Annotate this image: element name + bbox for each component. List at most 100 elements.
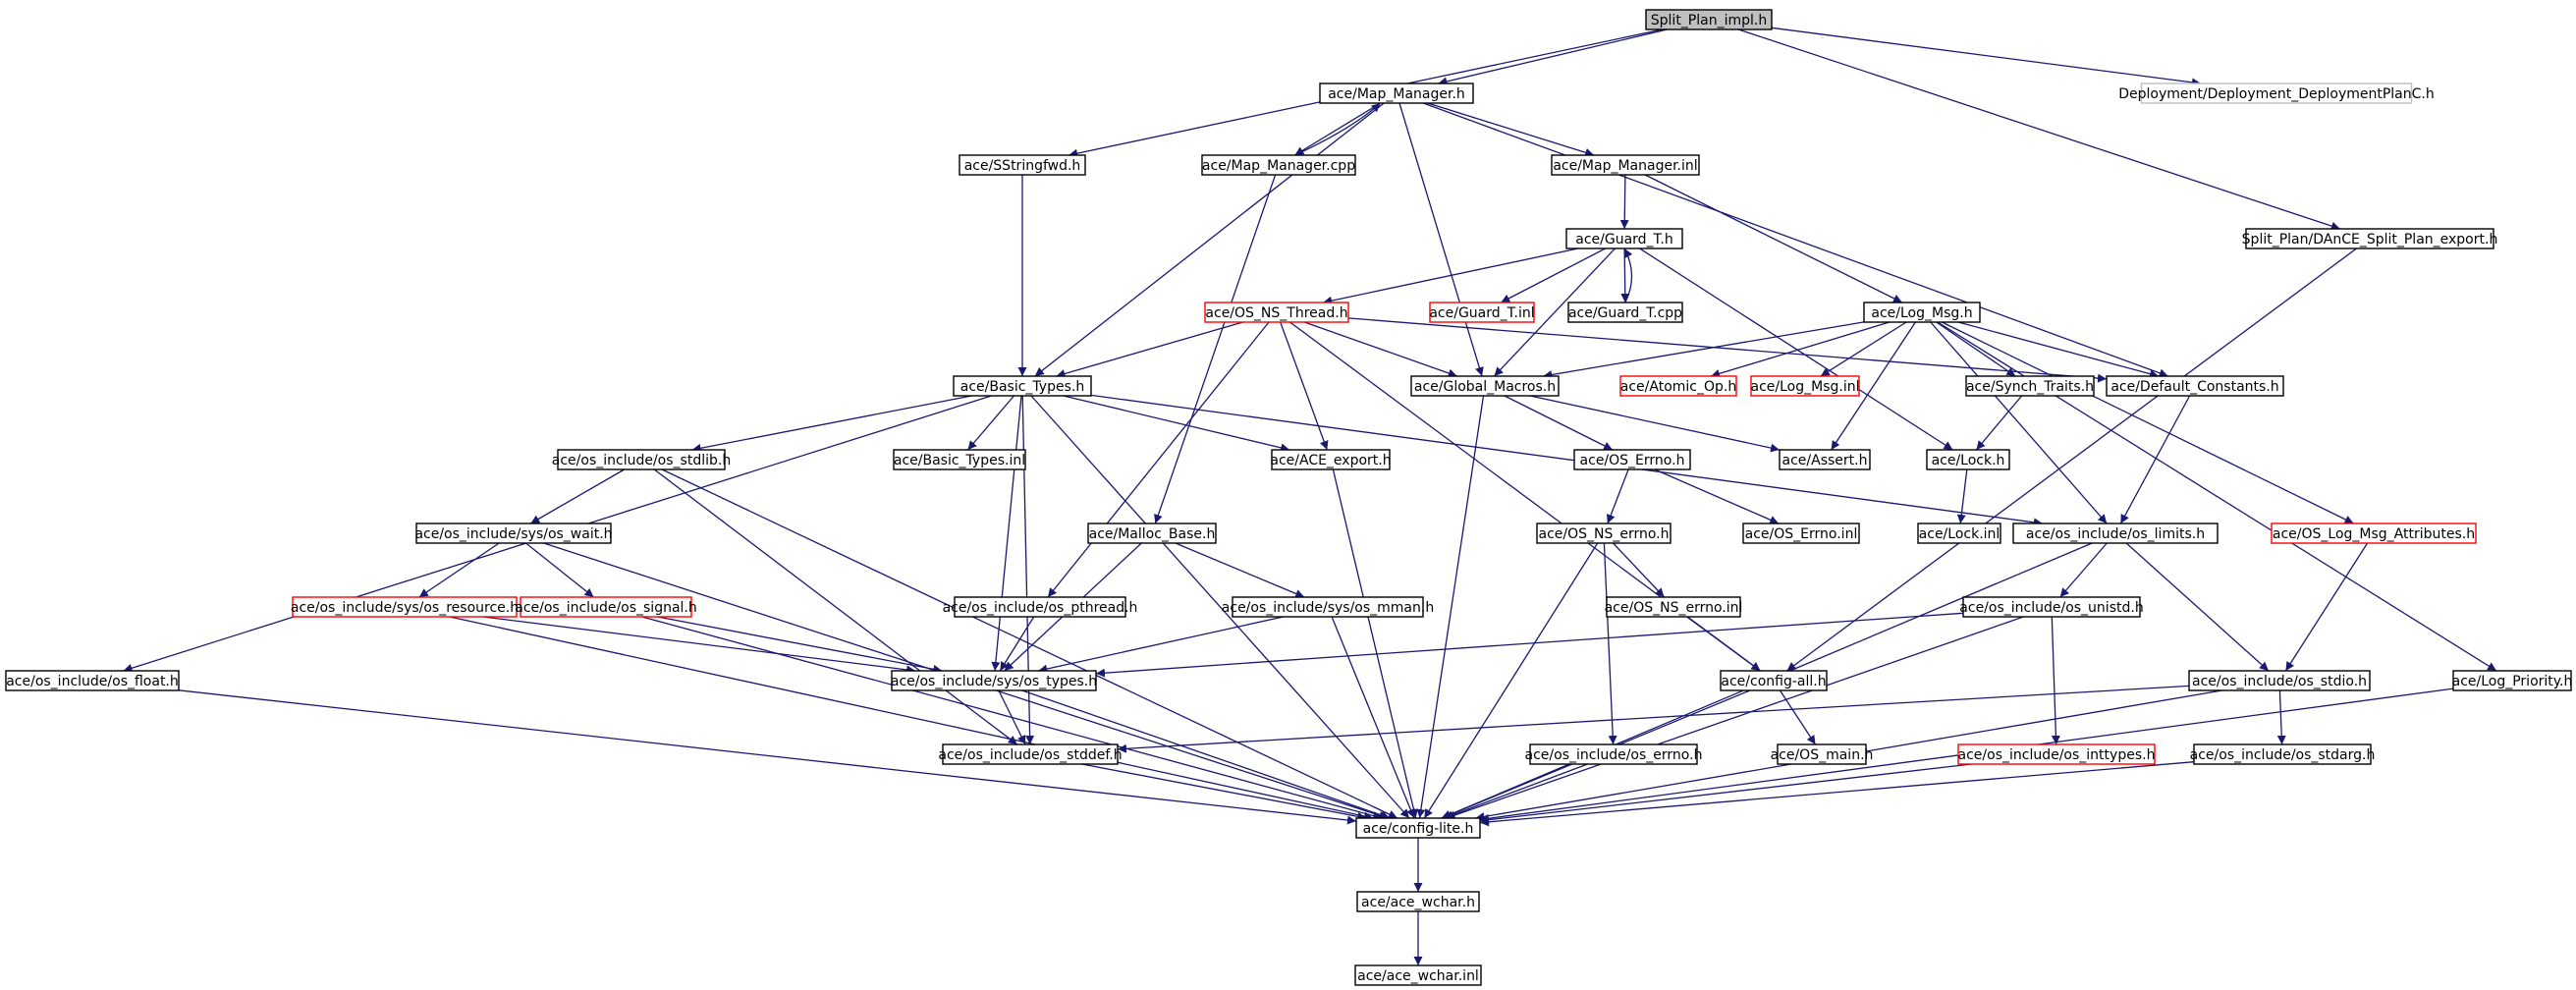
edge-sys_resource-to-sys_types [482, 616, 916, 675]
edge-osns_thread-to-defconst [1347, 317, 2108, 383]
node-os-errno-h[interactable]: ace/OS_Errno.h [1573, 449, 1691, 470]
node-osns-errno-h[interactable]: ace/OS_NS_errno.h [1536, 522, 1672, 544]
edge-mapmgr_h-to-mapmgr_cpp [1294, 102, 1381, 156]
node-label: ace/OS_NS_errno.inl [1605, 600, 1743, 616]
node-box [557, 449, 726, 470]
node-os-log-attr[interactable]: ace/OS_Log_Msg_Attributes.h [2271, 522, 2477, 544]
node-osns-thread[interactable]: ace/OS_NS_Thread.h [1204, 302, 1349, 323]
edge-osns_errno_h-to-config_lite [1423, 542, 1599, 819]
node-logmsg-h[interactable]: ace/Log_Msg.h [1863, 302, 1981, 323]
node-globalmacros[interactable]: ace/Global_Macros.h [1410, 375, 1560, 397]
node-basictypes-h[interactable]: ace/Basic_Types.h [953, 375, 1092, 397]
node-box [1606, 596, 1741, 618]
node-mapmgr-cpp[interactable]: ace/Map_Manager.cpp [1201, 154, 1356, 176]
node-box [1410, 375, 1560, 397]
node-label: ace/Log_Msg.h [1871, 305, 1972, 321]
node-os-errno-inl[interactable]: ace/OS_Errno.inl [1742, 522, 1860, 544]
node-os-main[interactable]: ace/OS_main.h [1771, 743, 1874, 765]
edge-logmsg_h-to-synchtraits [1936, 321, 2016, 377]
node-box [1319, 82, 1474, 104]
node-synchtraits[interactable]: ace/Synch_Traits.h [1965, 375, 2095, 397]
node-ace-wchar-inl[interactable]: ace/ace_wchar.inl [1354, 964, 1482, 986]
edge-os_errno_h-to-os_errno_inl [1654, 468, 1780, 524]
node-osns-errno-inl[interactable]: ace/OS_NS_errno.inl [1605, 596, 1743, 618]
node-sstringfwd[interactable]: ace/SStringfwd.h [959, 154, 1086, 176]
node-sys-wait[interactable]: ace/os_include/sys/os_wait.h [414, 522, 613, 544]
node-box [959, 154, 1086, 176]
node-box [1567, 302, 1683, 323]
node-sys-types[interactable]: ace/os_include/sys/os_types.h [891, 670, 1097, 691]
edge-globalmacros-to-config_lite [1416, 395, 1485, 819]
node-label: ace/ace_wchar.h [1361, 895, 1475, 910]
node-splitexport[interactable]: Split_Plan/DAnCE_Split_Plan_export.h [2242, 228, 2498, 249]
edge-guard_h-to-osns_thread [1323, 248, 1578, 305]
edge-os_limits-to-os_stdio [2125, 542, 2270, 672]
edge-os_stdarg-to-config_lite [1479, 761, 2195, 827]
node-label: ace/OS_Errno.h [1580, 453, 1685, 468]
node-sys-mman[interactable]: ace/os_include/sys/os_mman.h [1222, 596, 1434, 618]
node-box [2106, 375, 2284, 397]
node-box [1536, 522, 1672, 544]
edge-defconst-to-os_limits [2119, 395, 2191, 524]
node-box [1529, 743, 1698, 765]
edge-os_unistd-to-sys_types [1095, 612, 1964, 678]
node-mapmgr-inl[interactable]: ace/Map_Manager.inl [1551, 154, 1700, 176]
node-os-stdio[interactable]: ace/os_include/os_stdio.h [2188, 670, 2371, 691]
node-box [1573, 449, 1691, 470]
node-os-stdarg[interactable]: ace/os_include/os_stdarg.h [2190, 743, 2376, 765]
node-box [1204, 302, 1349, 323]
edge-guard_cpp-to-guard_h [1623, 248, 1633, 303]
node-dplan[interactable]: Deployment/Deployment_DeploymentPlanC.h [2118, 82, 2435, 104]
node-label: ace/OS_main.h [1771, 747, 1874, 763]
node-lock-h[interactable]: ace/Lock.h [1926, 449, 2010, 470]
node-config-all[interactable]: ace/config-all.h [1720, 670, 1828, 691]
node-label: ace/Global_Macros.h [1414, 379, 1556, 395]
edge-mapmgr_inl-to-guard_h [1619, 174, 1629, 230]
node-root[interactable]: Split_Plan_impl.h [1645, 9, 1773, 30]
node-os-pthread[interactable]: ace/os_include/os_pthread.h [943, 596, 1138, 618]
node-label: ace/Atomic_Op.h [1620, 379, 1736, 395]
node-defconst[interactable]: ace/Default_Constants.h [2106, 375, 2284, 397]
node-lock-inl[interactable]: ace/Lock.inl [1917, 522, 2001, 544]
edge-root-to-dplan [1771, 27, 2201, 87]
edge-osns_errno_h-to-os_errno_sys [1603, 542, 1617, 745]
node-guard-h[interactable]: ace/Guard_T.h [1565, 228, 1683, 249]
node-guard-cpp[interactable]: ace/Guard_T.cpp [1567, 302, 1683, 323]
node-malloc-base[interactable]: ace/Malloc_Base.h [1087, 522, 1217, 544]
node-config-lite[interactable]: ace/config-lite.h [1355, 817, 1481, 839]
node-assert-h[interactable]: ace/Assert.h [1779, 449, 1871, 470]
node-box [2188, 670, 2371, 691]
node-box [942, 743, 1119, 765]
edge-basictypes_h-to-os_stdlib [691, 395, 972, 453]
node-mapmgr-h[interactable]: ace/Map_Manager.h [1319, 82, 1474, 104]
node-box [2452, 670, 2572, 691]
node-ace-wchar-h[interactable]: ace/ace_wchar.h [1356, 891, 1480, 912]
node-label: ace/os_include/os_unistd.h [1959, 600, 2143, 616]
node-os-limits[interactable]: ace/os_include/os_limits.h [2012, 522, 2219, 544]
node-sys-resource[interactable]: ace/os_include/sys/os_resource.h [291, 596, 519, 618]
edge-logmsg_h-to-atomicop [1710, 321, 1891, 378]
node-label: ace/os_include/sys/os_types.h [891, 674, 1097, 689]
node-os-stdlib[interactable]: ace/os_include/os_stdlib.h [552, 449, 731, 470]
node-os-unistd[interactable]: ace/os_include/os_unistd.h [1959, 596, 2144, 618]
node-os-inttypes[interactable]: ace/os_include/os_inttypes.h [1957, 743, 2156, 765]
node-label: ace/Lock.h [1932, 453, 2005, 468]
node-label: ace/os_include/os_limits.h [2026, 526, 2205, 542]
node-label: ace/Map_Manager.h [1328, 86, 1465, 102]
node-os-float[interactable]: ace/os_include/os_float.h [5, 670, 180, 691]
node-atomicop[interactable]: ace/Atomic_Op.h [1619, 375, 1737, 397]
node-os-signal[interactable]: ace/os_include/os_signal.h [515, 596, 697, 618]
node-basictypes-inl[interactable]: ace/Basic_Types.inl [893, 449, 1026, 470]
node-guard-inl[interactable]: ace/Guard_T.inl [1429, 302, 1535, 323]
node-box [893, 449, 1026, 470]
edge-os_inttypes-to-config_lite [1479, 763, 1972, 825]
node-os-errno-sys[interactable]: ace/os_include/os_errno.h [1525, 743, 1703, 765]
edge-config_all-to-os_main [1779, 689, 1817, 745]
edge-os_stdlib-to-config_lite [661, 468, 1398, 819]
node-os-stddef[interactable]: ace/os_include/os_stddef.h [938, 743, 1123, 765]
node-label: ace/Lock.inl [1919, 526, 2001, 542]
node-logmsg-inl[interactable]: ace/Log_Msg.inl [1750, 375, 1860, 397]
edge-os_errno_h-to-osns_errno_h [1606, 468, 1629, 524]
node-log-priority[interactable]: ace/Log_Priority.h [2452, 670, 2573, 691]
node-ace-export[interactable]: ace/ACE_export.h [1270, 449, 1392, 470]
